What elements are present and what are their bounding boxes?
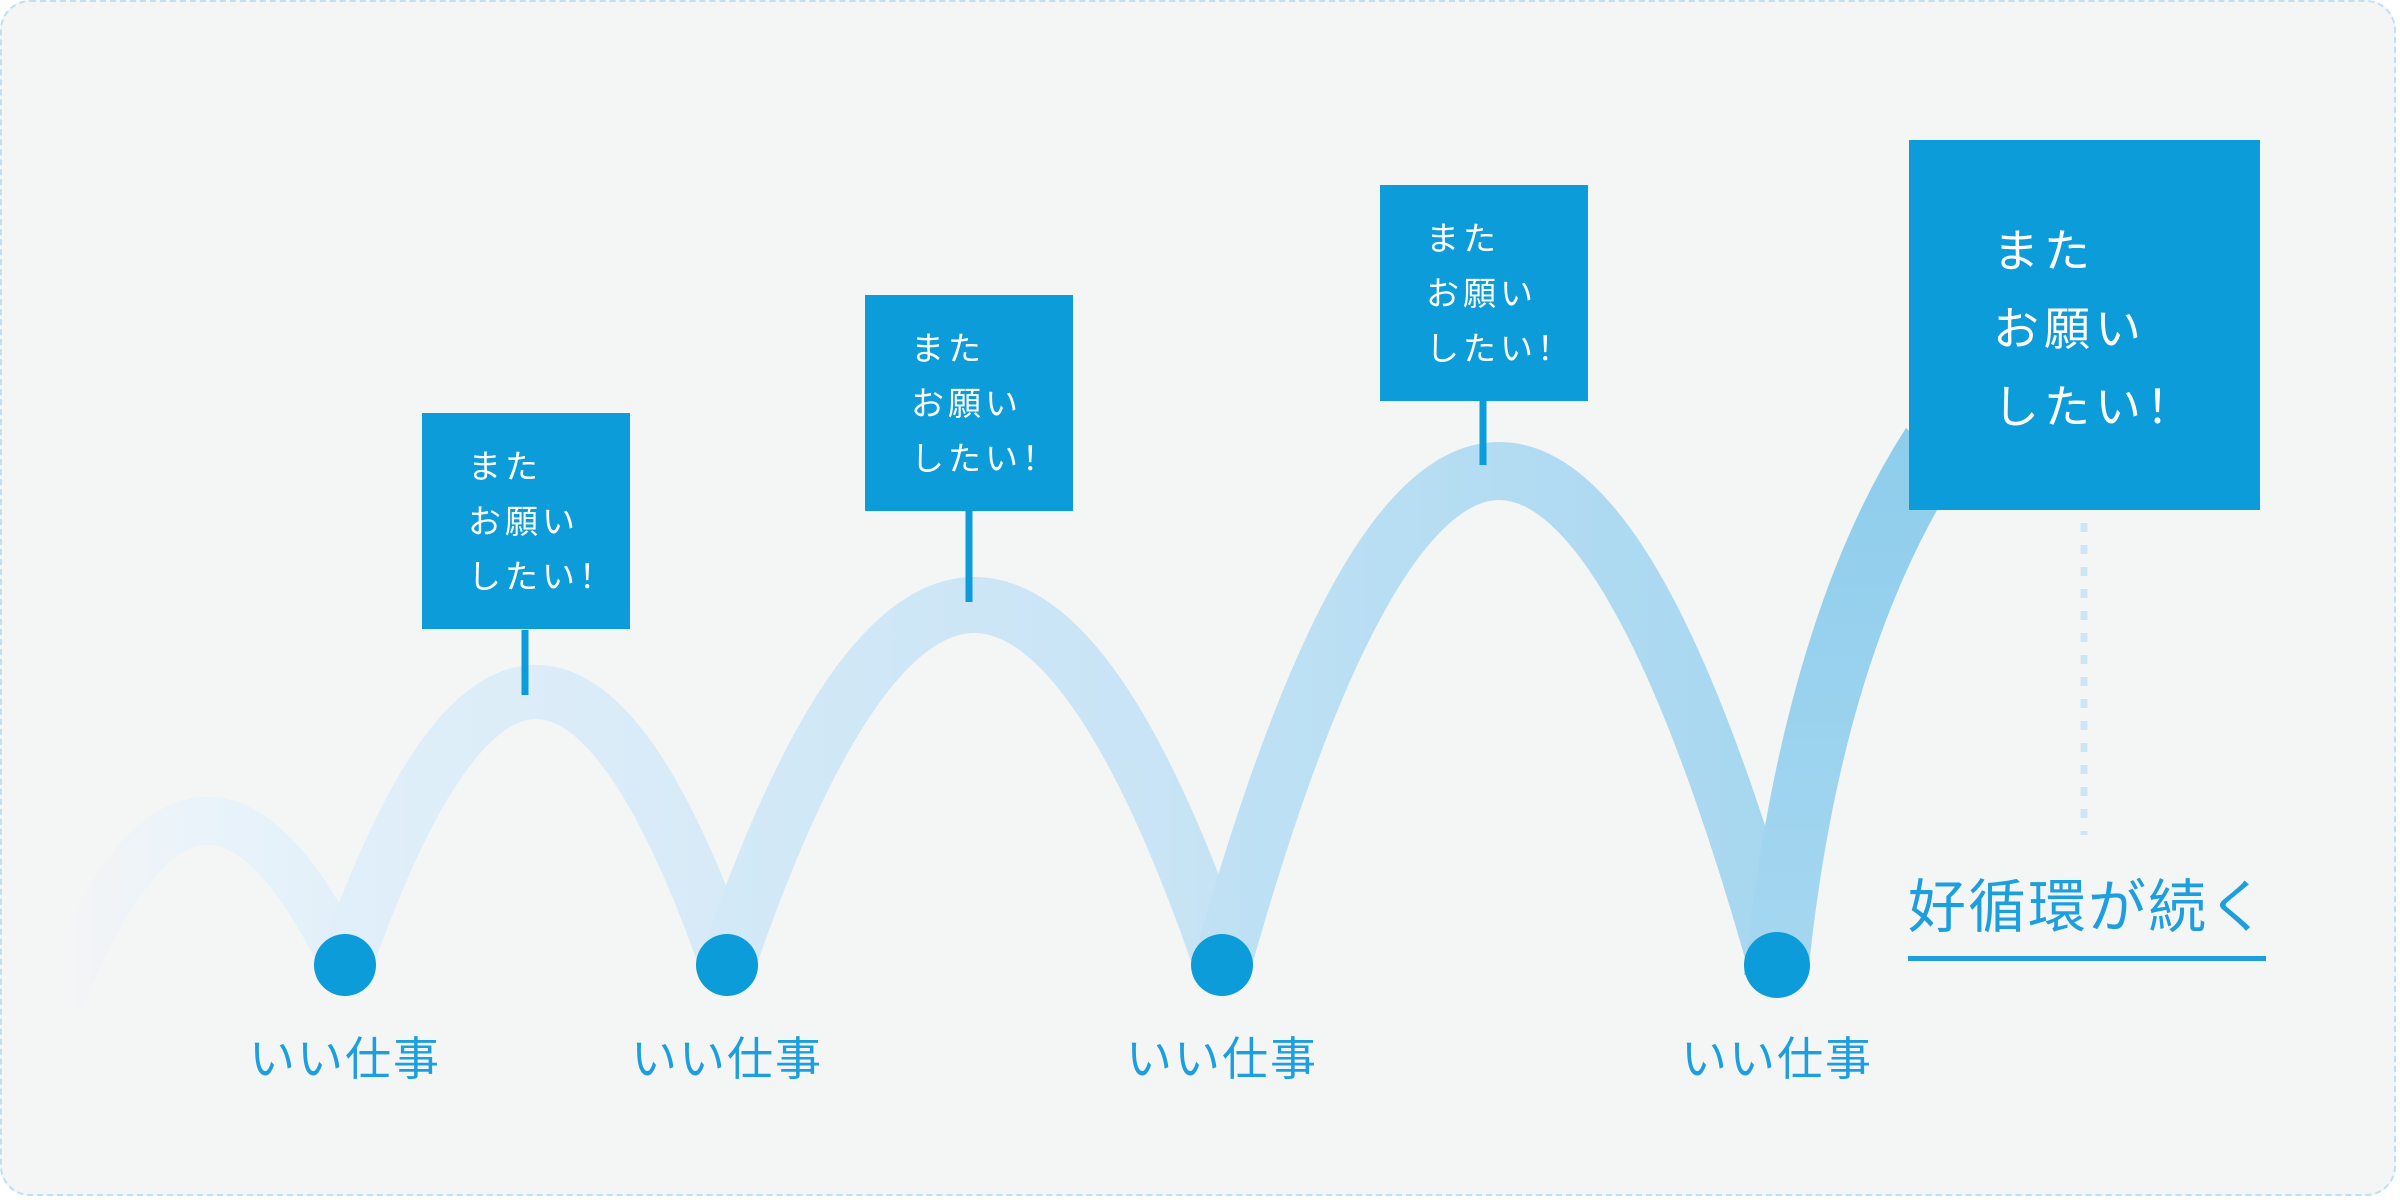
callout-line: また — [1993, 224, 2095, 278]
good-work-label-2: いい仕事 — [631, 1032, 823, 1086]
callout-box-1: また お願い したい！ — [422, 413, 630, 629]
good-work-dot-2 — [696, 934, 758, 996]
callout-line: また — [1426, 219, 1500, 258]
callout-line: お願い — [911, 384, 1022, 423]
good-work-label-4: いい仕事 — [1681, 1032, 1873, 1086]
bounce-arc-4-rising — [1744, 428, 1958, 975]
good-work-dot-3 — [1191, 934, 1253, 996]
callout-line: したい！ — [1426, 329, 1574, 368]
good-work-dot-4 — [1744, 932, 1810, 998]
good-work-label-3: いい仕事 — [1126, 1032, 1318, 1086]
good-work-dot-1 — [314, 934, 376, 996]
callout-line: したい！ — [911, 439, 1059, 478]
callout-box-2: また お願い したい！ — [865, 295, 1073, 511]
caption-underline — [1908, 956, 2266, 961]
bounce-arc-0 — [37, 796, 367, 1009]
callout-box-4: また お願い したい！ — [1909, 140, 2260, 510]
bounce-arc-1 — [319, 665, 753, 974]
callout-line: お願い — [1993, 302, 2146, 356]
cycle-caption: 好循環が続く — [1908, 873, 2269, 941]
bounce-arc-2 — [700, 577, 1249, 975]
callout-line: また — [468, 447, 542, 486]
callout-line: したい！ — [468, 557, 616, 596]
callout-line: したい！ — [1993, 380, 2197, 434]
bounce-arc-3 — [1194, 442, 1805, 973]
callout-line: お願い — [468, 502, 579, 541]
good-work-label-1: いい仕事 — [249, 1032, 441, 1086]
callout-box-3: また お願い したい！ — [1380, 185, 1588, 401]
callout-line: お願い — [1426, 274, 1537, 313]
callout-line: また — [911, 329, 985, 368]
